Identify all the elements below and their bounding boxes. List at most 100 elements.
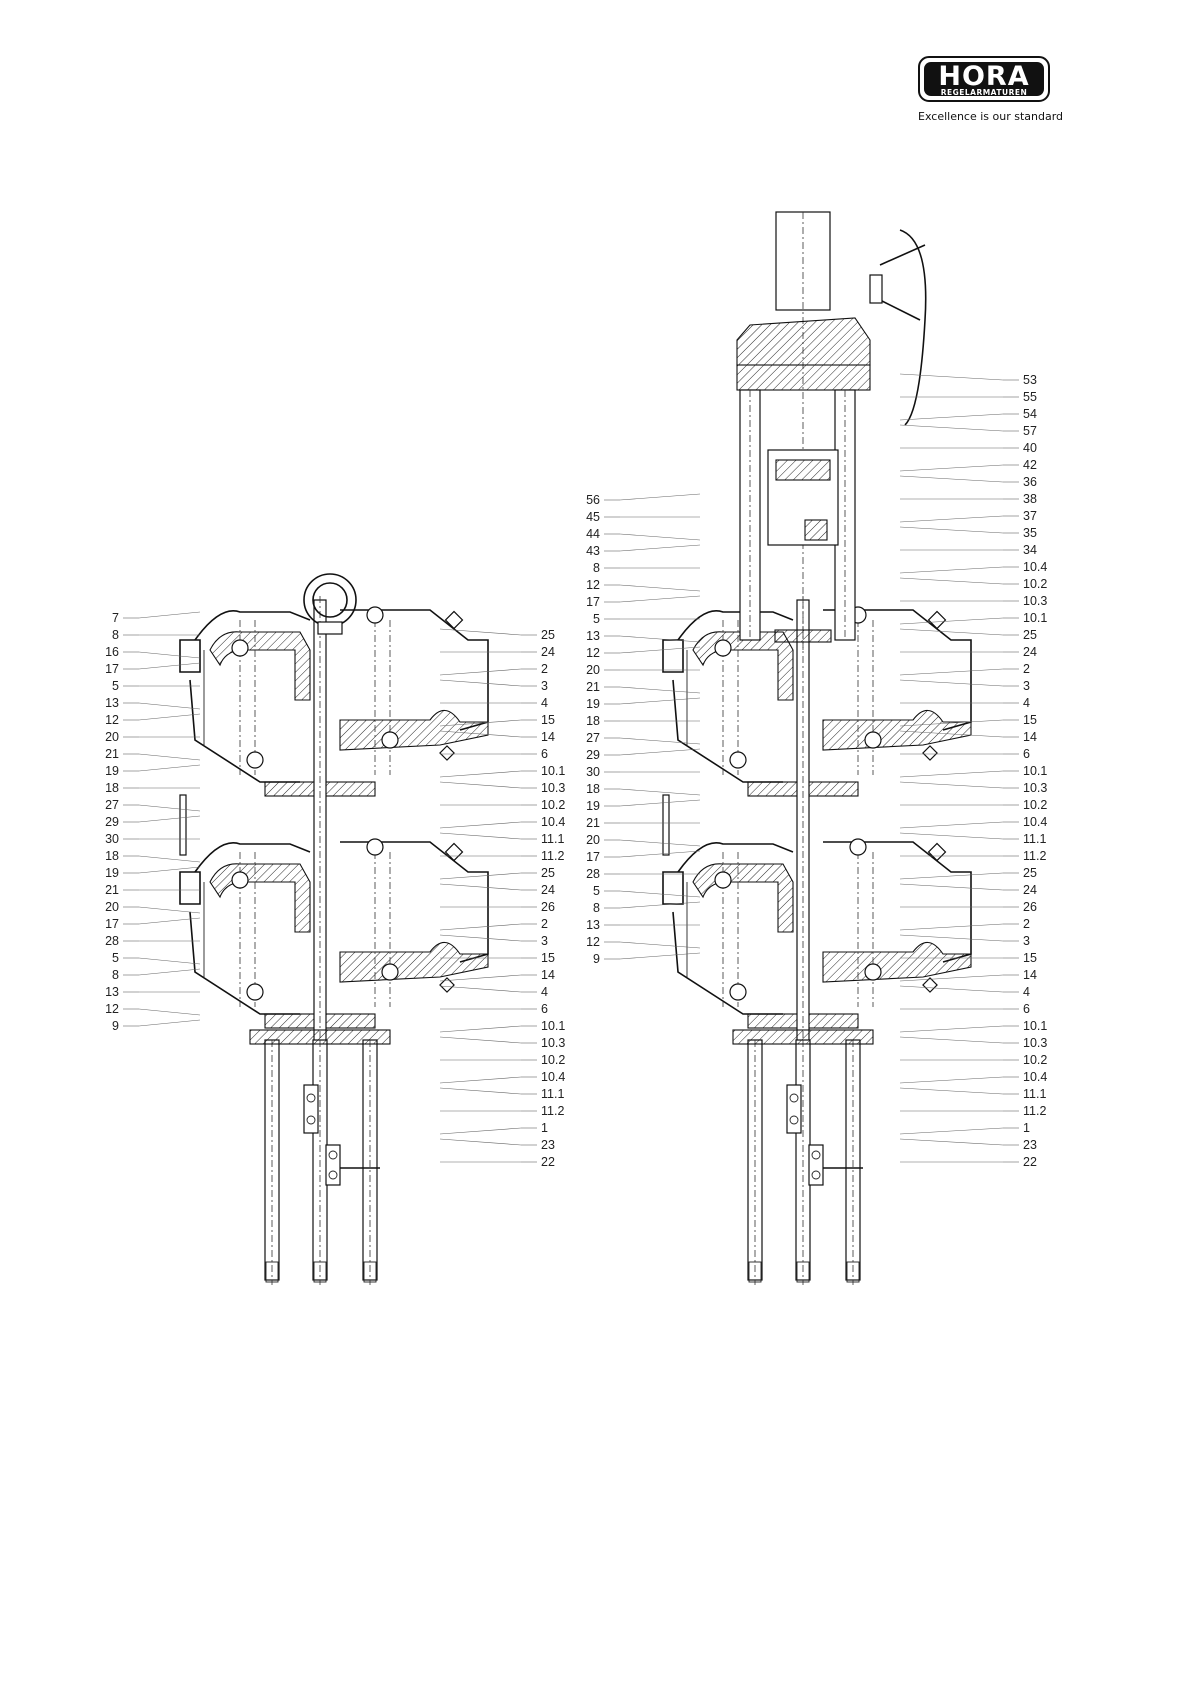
- logo-subtitle: REGELARMATUREN: [940, 88, 1028, 97]
- callout-label: 10.4: [1023, 815, 1047, 829]
- spring-coil-upper-3: [864, 731, 882, 749]
- callout-leader-tail: [899, 628, 1004, 636]
- housing-right-upper: [340, 609, 489, 731]
- vent-screw-lower: [444, 842, 464, 862]
- callout-label: 19: [586, 697, 600, 711]
- callout-label: 10.4: [541, 815, 565, 829]
- yoke-flange: [774, 629, 832, 643]
- callout-label: 45: [586, 510, 600, 524]
- callout-leader-tail: [619, 901, 701, 909]
- callout-label: 37: [1023, 509, 1037, 523]
- bottom-flange: [249, 1029, 391, 1045]
- callout-leader-tail: [899, 832, 1004, 840]
- callout-leader-tail: [619, 799, 701, 807]
- callout-leader-tail: [138, 917, 201, 925]
- callout-leader-tail: [138, 662, 201, 670]
- callout-leader-tail: [899, 617, 1004, 625]
- callout-label: 28: [105, 934, 119, 948]
- callout-leader-tail: [619, 748, 701, 756]
- flange-lower: [662, 871, 684, 905]
- callout-label: 23: [1023, 1138, 1037, 1152]
- eye-bolt-shank: [317, 621, 343, 635]
- hora-logo: HORA REGELARMATUREN Excellence is our st…: [918, 56, 1063, 130]
- callout-leader-tail: [619, 850, 701, 858]
- callout-leader-tail: [619, 952, 701, 960]
- coupling-nut: [775, 459, 831, 481]
- spring-coil-upper-2: [366, 606, 384, 624]
- callout-leader-tail: [439, 1076, 522, 1084]
- coupling-bolt-1: [306, 1093, 316, 1103]
- callout-label: 17: [105, 662, 119, 676]
- callout-label: 10.3: [1023, 781, 1047, 795]
- callout-label: 44: [586, 527, 600, 541]
- callout-leader-tail: [138, 1019, 201, 1027]
- callout-label: 4: [1023, 696, 1030, 710]
- callout-label: 42: [1023, 458, 1037, 472]
- callout-label: 11.2: [541, 849, 564, 863]
- callout-leader-tail: [899, 974, 1004, 982]
- callout-label: 3: [1023, 679, 1030, 693]
- callout-leader-tail: [439, 770, 522, 778]
- bottom-flange: [732, 1029, 874, 1045]
- handwheel-lever: [869, 274, 883, 304]
- callout-leader-tail: [138, 764, 201, 772]
- callout-leader-tail: [439, 1025, 522, 1033]
- callout-label: 19: [105, 866, 119, 880]
- callout-label: 10.4: [541, 1070, 565, 1084]
- callout-leader-tail: [138, 611, 201, 619]
- callout-label: 3: [541, 679, 548, 693]
- callout-label: 10.1: [1023, 611, 1047, 625]
- callout-label: 24: [1023, 883, 1037, 897]
- callout-label: 35: [1023, 526, 1037, 540]
- callout-leader-tail: [619, 788, 701, 796]
- callout-label: 25: [1023, 628, 1037, 642]
- coupling-block-lower: [808, 1144, 824, 1186]
- callout-leader-tail: [439, 679, 522, 687]
- callout-leader-tail: [439, 934, 522, 942]
- callout-leader-tail: [899, 985, 1004, 993]
- callout-label: 22: [541, 1155, 555, 1169]
- callout-label: 11.2: [1023, 849, 1046, 863]
- vent-screw-upper: [927, 610, 947, 630]
- callout-label: 2: [541, 917, 548, 931]
- membrane-section-lower: [339, 941, 489, 983]
- callout-label: 56: [586, 493, 600, 507]
- callout-leader-tail: [138, 713, 201, 721]
- callout-leader-tail: [619, 584, 701, 592]
- callout-label: 10.4: [1023, 560, 1047, 574]
- rod-left-thread: [265, 1261, 279, 1283]
- right-view-callouts: 5645444381217513122021191827293018192120…: [586, 373, 1047, 1169]
- callout-leader-tail: [899, 464, 1004, 472]
- callout-label: 12: [586, 646, 600, 660]
- coupling-block-upper: [786, 1084, 802, 1134]
- callout-label: 12: [586, 935, 600, 949]
- piston-section-upper: [209, 631, 311, 701]
- callout-leader-tail: [899, 770, 1004, 778]
- callout-leader-tail: [138, 906, 201, 914]
- membrane-section-upper: [339, 709, 489, 751]
- spring-coil-lower-3: [864, 963, 882, 981]
- callout-label: 53: [1023, 373, 1037, 387]
- callout-leader-tail: [138, 753, 201, 761]
- callout-leader-tail: [899, 668, 1004, 676]
- callout-label: 24: [1023, 645, 1037, 659]
- housing-right-lower: [340, 841, 489, 963]
- callout-leader-tail: [619, 544, 701, 552]
- callout-leader-tail: [439, 1087, 522, 1095]
- callout-leader-tail: [899, 413, 1004, 421]
- membrane-section-lower: [822, 941, 972, 983]
- callout-leader-tail: [899, 1138, 1004, 1146]
- callout-leader-tail: [619, 697, 701, 705]
- callout-label: 4: [541, 985, 548, 999]
- callout-label: 11.1: [541, 832, 564, 846]
- housing-lower-left-lower: [189, 911, 300, 1015]
- callout-label: 10.1: [1023, 1019, 1047, 1033]
- callout-label: 11.1: [1023, 832, 1046, 846]
- coupling-bolt-4: [811, 1170, 821, 1180]
- callout-label: 8: [112, 968, 119, 982]
- callout-label: 10.2: [1023, 577, 1047, 591]
- callout-leader-tail: [439, 781, 522, 789]
- callout-label: 13: [105, 696, 119, 710]
- callout-label: 38: [1023, 492, 1037, 506]
- callout-label: 11.2: [541, 1104, 564, 1118]
